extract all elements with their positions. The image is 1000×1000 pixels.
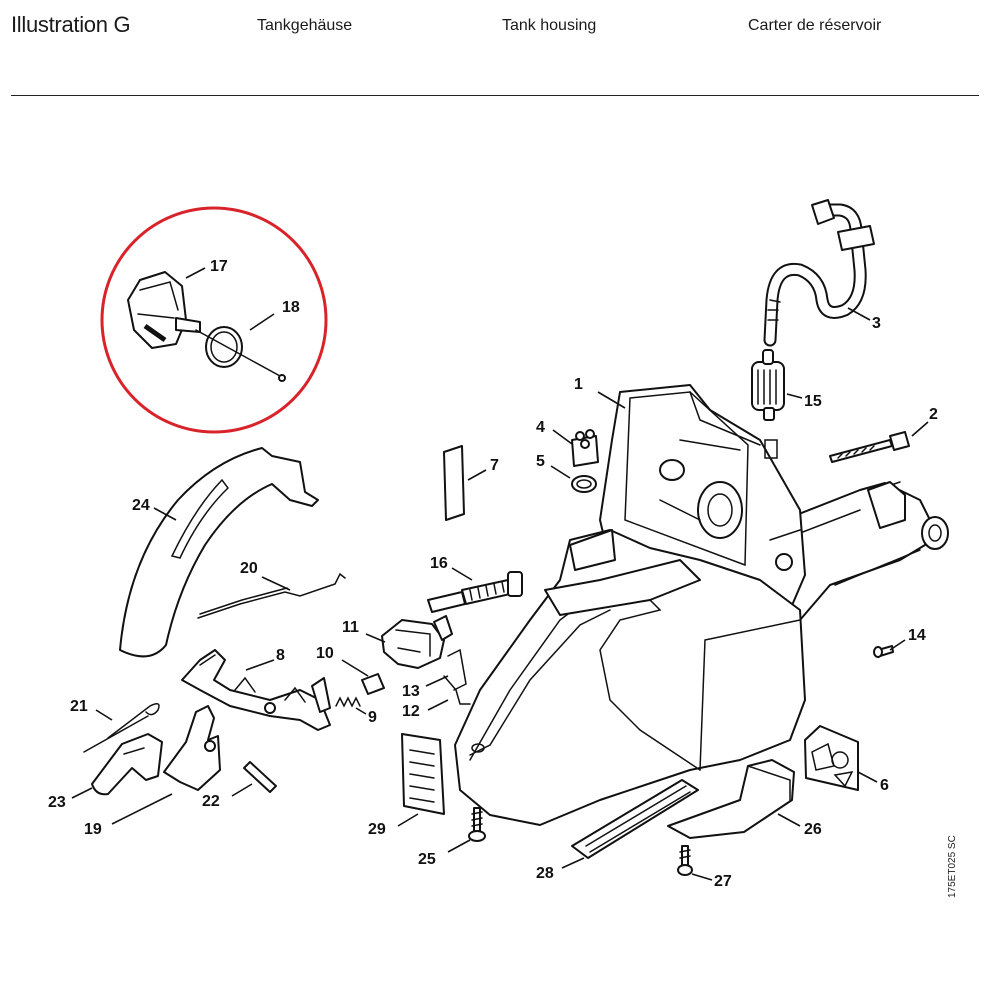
leader-part-20 <box>261 576 291 591</box>
leader-part-24 <box>153 507 177 521</box>
label-part-4: 4 <box>536 419 545 436</box>
label-part-11: 11 <box>342 619 359 636</box>
part-16-hose-fitting[interactable] <box>427 571 523 613</box>
part-9-spring[interactable] <box>335 696 361 708</box>
leader-part-25 <box>447 839 471 853</box>
label-part-21: 21 <box>70 698 88 715</box>
part-5-o-ring[interactable] <box>571 475 597 493</box>
part-14-screw[interactable] <box>873 645 894 658</box>
part-4-valve[interactable] <box>571 429 599 467</box>
leader-part-11 <box>365 633 386 643</box>
leader-part-9 <box>355 707 367 715</box>
part-12-spring-clip[interactable] <box>443 675 471 705</box>
title-english: Tank housing <box>502 17 597 34</box>
leader-part-10 <box>341 659 369 677</box>
leader-part-2 <box>911 421 929 437</box>
part-20-wire-rod[interactable] <box>197 572 346 619</box>
leader-part-18 <box>249 313 275 331</box>
illustration-label: Illustration G <box>11 12 131 37</box>
part-19-throttle-lockout[interactable] <box>163 705 221 791</box>
part-3-fuel-hose[interactable] <box>763 199 875 347</box>
part-15-fuel-filter[interactable] <box>751 349 785 421</box>
label-part-19: 19 <box>84 821 102 838</box>
leader-part-28 <box>561 857 585 869</box>
label-part-27: 27 <box>714 873 732 890</box>
part-2-bolt[interactable] <box>829 431 910 463</box>
label-part-3: 3 <box>872 315 881 332</box>
part-13-clip[interactable] <box>447 648 467 691</box>
leader-part-27 <box>691 873 713 881</box>
part-25-screw[interactable] <box>468 807 486 842</box>
leader-part-21 <box>95 709 113 721</box>
leader-part-7 <box>467 469 487 481</box>
leader-part-22 <box>231 783 253 797</box>
part-6-warning-label[interactable] <box>804 725 859 791</box>
label-part-2: 2 <box>929 406 938 423</box>
label-part-26: 26 <box>804 821 822 838</box>
part-28-rubber-strip[interactable] <box>571 779 699 859</box>
label-part-24: 24 <box>132 497 150 514</box>
leader-part-5 <box>550 465 571 479</box>
part-18-o-ring[interactable] <box>195 326 286 382</box>
label-part-23: 23 <box>48 794 66 811</box>
label-part-9: 9 <box>368 709 377 726</box>
leader-part-29 <box>397 813 419 827</box>
part-27-screw[interactable] <box>677 845 693 876</box>
label-part-22: 22 <box>202 793 220 810</box>
part-1-tank-housing[interactable] <box>454 384 949 826</box>
part-10-block[interactable] <box>361 673 385 695</box>
drawing-code: 175ET025 SC <box>947 835 958 898</box>
part-11-throttle-latch[interactable] <box>381 615 453 669</box>
label-part-20: 20 <box>240 560 258 577</box>
part-22-pin[interactable] <box>243 761 277 793</box>
label-part-12: 12 <box>402 703 420 720</box>
label-part-13: 13 <box>402 683 420 700</box>
label-part-16: 16 <box>430 555 448 572</box>
label-part-7: 7 <box>490 457 499 474</box>
label-part-14: 14 <box>908 627 926 644</box>
leader-part-1 <box>597 391 626 409</box>
leader-part-3 <box>847 307 871 321</box>
leader-part-16 <box>451 567 473 581</box>
label-part-18: 18 <box>282 299 300 316</box>
part-26-plate[interactable] <box>667 759 795 839</box>
label-part-5: 5 <box>536 453 545 470</box>
leader-part-23 <box>71 787 93 799</box>
label-part-25: 25 <box>418 851 436 868</box>
part-29-label[interactable] <box>401 733 445 815</box>
leader-part-6 <box>857 771 878 783</box>
leader-part-13 <box>425 675 449 687</box>
leader-part-4 <box>552 429 573 445</box>
label-part-15: 15 <box>804 393 822 410</box>
leader-part-8 <box>245 659 275 671</box>
leader-part-15 <box>786 393 803 399</box>
title-german: Tankgehäuse <box>257 17 353 34</box>
header-divider <box>11 95 979 96</box>
label-part-29: 29 <box>368 821 386 838</box>
part-8-trigger-shaft[interactable] <box>181 649 331 731</box>
highlight-circle <box>100 206 328 434</box>
leader-part-26 <box>777 813 801 827</box>
part-17-tank-cap[interactable] <box>127 271 201 349</box>
leader-part-14 <box>889 639 906 651</box>
leader-part-19 <box>111 793 173 825</box>
label-part-8: 8 <box>276 647 285 664</box>
label-part-17: 17 <box>210 258 228 275</box>
part-23-lever[interactable] <box>91 733 163 796</box>
part-7-label[interactable] <box>443 445 465 521</box>
label-part-6: 6 <box>880 777 889 794</box>
leader-part-12 <box>427 699 449 711</box>
part-21-torsion-spring[interactable] <box>83 703 160 753</box>
label-part-28: 28 <box>536 865 554 882</box>
label-part-1: 1 <box>574 376 583 393</box>
part-24-handle-guard[interactable] <box>119 447 319 658</box>
leader-part-17 <box>185 267 206 279</box>
label-part-10: 10 <box>316 645 334 662</box>
title-french: Carter de réservoir <box>748 17 882 34</box>
